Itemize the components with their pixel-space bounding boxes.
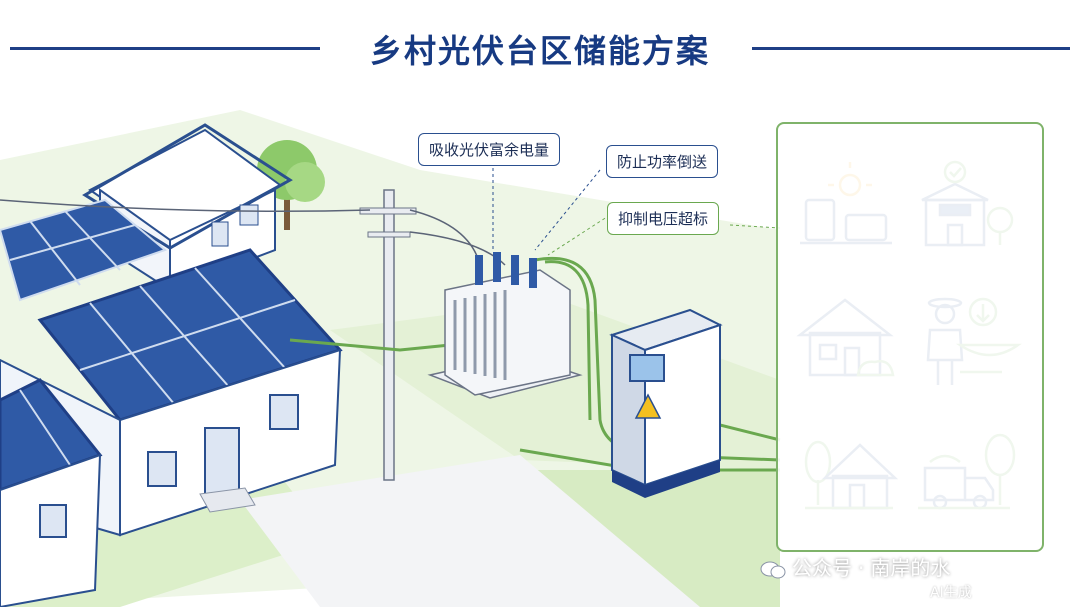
watermark: 公众号·南岸的水 xyxy=(760,552,950,581)
title-divider-right xyxy=(752,47,1070,50)
wechat-icon xyxy=(760,561,786,578)
page-title: 乡村光伏台区储能方案 xyxy=(369,32,710,70)
storage-cabinet xyxy=(609,308,723,498)
transformer xyxy=(427,252,583,399)
callout-leaders xyxy=(492,162,781,256)
callout-suppress-overvoltage: 抑制电压超标 xyxy=(607,202,720,235)
road xyxy=(240,455,700,607)
benefits-panel xyxy=(776,122,1044,552)
house-front-left xyxy=(0,378,103,607)
title-divider-left xyxy=(10,47,320,50)
watermark-ai-label: AI生成 xyxy=(930,585,972,601)
watermark-separator: · xyxy=(858,556,865,580)
solar-array-back xyxy=(0,198,168,302)
watermark-brand: 公众号 xyxy=(792,556,852,580)
title-bar: 乡村光伏台区储能方案 xyxy=(0,22,1080,72)
callout-absorb-surplus: 吸收光伏富余电量 xyxy=(418,133,561,166)
watermark-author: 南岸的水 xyxy=(870,556,951,580)
callout-prevent-reverse-flow: 防止功率倒送 xyxy=(606,145,719,178)
